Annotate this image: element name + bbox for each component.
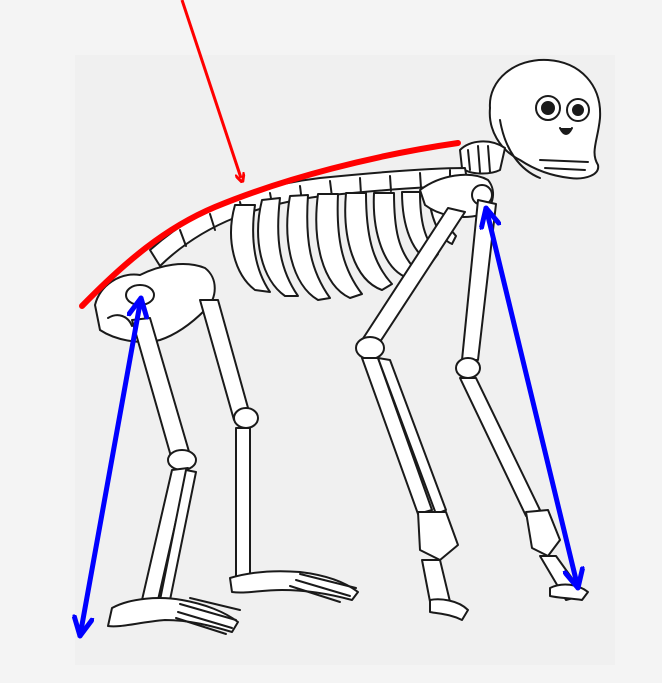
neck-vertebrae [460,141,505,173]
